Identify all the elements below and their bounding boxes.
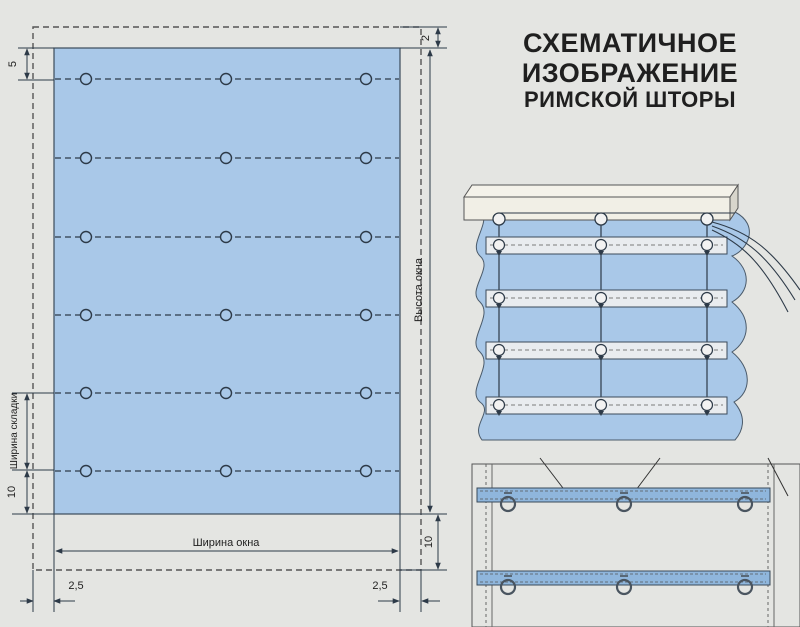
ring-icon: [359, 151, 373, 165]
eyelet-icon: [594, 212, 608, 226]
arrow-icon: [598, 411, 604, 416]
ring-icon: [700, 343, 714, 357]
eyelet-icon: [492, 212, 506, 226]
arrow-icon: [496, 356, 502, 361]
ring-icon: [219, 464, 233, 478]
rod-pocket: [476, 570, 771, 586]
ring-icon: [615, 495, 633, 513]
ring-icon: [615, 578, 633, 596]
dimension-lines: [12, 26, 447, 612]
ring-icon: [594, 238, 608, 252]
cord-exit: [711, 221, 800, 313]
fabric-panel: [53, 47, 401, 515]
ring-icon: [594, 291, 608, 305]
dim-top-margin: 5: [7, 61, 19, 67]
ring-icon: [79, 72, 93, 86]
ring-icon: [359, 230, 373, 244]
dim-window-width: Ширина окна: [193, 537, 261, 549]
ring-icon: [594, 343, 608, 357]
dim-bottom-right: 10: [423, 536, 435, 548]
detail-closeup: [471, 457, 800, 627]
ring-icon: [499, 578, 517, 596]
diagram-title: СХЕМАТИЧНОЕ ИЗОБРАЖЕНИЕ РИМСКОЙ ШТОРЫ: [480, 28, 780, 113]
dim-bottom-hem: 10: [6, 486, 18, 498]
ring-icon: [79, 386, 93, 400]
ring-icon: [359, 464, 373, 478]
ring-icon: [700, 398, 714, 412]
ring-icon: [594, 398, 608, 412]
cornice-top: [463, 184, 739, 198]
dim-top-right: 2: [420, 35, 432, 41]
ring-icon: [219, 308, 233, 322]
arrow-icon: [496, 251, 502, 256]
rod-pocket: [476, 487, 771, 503]
dim-window-height: Высота окна: [413, 257, 425, 322]
ring-icon: [79, 464, 93, 478]
ring-icon: [499, 495, 517, 513]
dim-fold-width: Ширина складки: [9, 393, 20, 469]
ring-icon: [736, 578, 754, 596]
ring-icon: [219, 386, 233, 400]
ring-icon: [492, 398, 506, 412]
eyelet-icon: [700, 212, 714, 226]
dim-side-left: 2,5: [68, 580, 83, 592]
ring-icon: [79, 151, 93, 165]
ring-icon: [359, 386, 373, 400]
ring-icon: [219, 230, 233, 244]
ring-icon: [359, 72, 373, 86]
dimension-labels: 5 2 Высота окна Ширина складки 10 10 Шир…: [6, 35, 435, 592]
title-line-2: ИЗОБРАЖЕНИЕ: [521, 58, 739, 89]
arrow-icon: [598, 304, 604, 309]
ring-icon: [359, 308, 373, 322]
folded-fabric: [475, 211, 750, 441]
closeup-parts: [476, 487, 771, 596]
arrow-icon: [598, 251, 604, 256]
arrow-icon: [496, 411, 502, 416]
callout-lines: [539, 457, 789, 497]
arrow-icon: [704, 411, 710, 416]
ring-rows: [55, 72, 399, 478]
ring-icon: [736, 495, 754, 513]
ring-icon: [79, 308, 93, 322]
cut-line-outline: [32, 26, 422, 571]
ring-icon: [219, 72, 233, 86]
arrow-icon: [496, 304, 502, 309]
cornice-side: [729, 183, 739, 222]
title-line-3: РИМСКОЙ ШТОРЫ: [524, 87, 736, 113]
ring-icon: [219, 151, 233, 165]
arrow-icon: [704, 304, 710, 309]
ring-icon: [700, 238, 714, 252]
arrow-icon: [704, 356, 710, 361]
flat-panel-drawing: [32, 26, 422, 571]
ring-icon: [492, 291, 506, 305]
ring-icon: [492, 238, 506, 252]
ring-icon: [700, 291, 714, 305]
raised-blind-parts: [485, 212, 735, 416]
dim-side-right: 2,5: [372, 580, 387, 592]
arrow-icon: [704, 251, 710, 256]
ring-icon: [79, 230, 93, 244]
raised-blind-illustration: [463, 183, 800, 441]
ring-icon: [492, 343, 506, 357]
title-line-1: СХЕМАТИЧНОЕ: [522, 28, 737, 58]
arrow-icon: [598, 356, 604, 361]
